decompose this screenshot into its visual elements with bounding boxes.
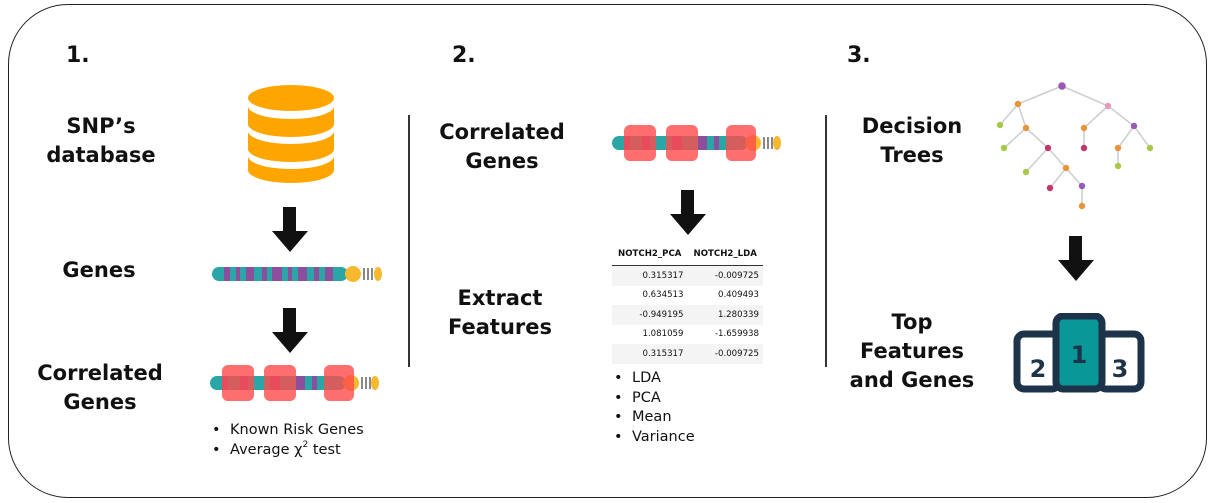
bullet-item: Mean [612,408,695,428]
down-arrow-icon [272,308,308,353]
diagram-frame [8,4,1207,498]
divider-1 [408,115,410,367]
bullet-item: Average χ2 test [210,440,364,461]
chromosome-icon [210,365,379,401]
bullet-item: Known Risk Genes [210,421,364,441]
decision-tree-icon [996,82,1154,210]
chromosome-icon [212,266,382,282]
podium-second-place: 2 [1030,355,1047,383]
down-arrow-icon [272,207,308,252]
genes-label: Genes [62,258,136,282]
feature-table: NOTCH2_PCA NOTCH2_LDA 0.315317-0.009725 … [612,246,763,364]
podium-icon: 2 1 3 [1013,313,1145,393]
divider-2 [825,115,827,367]
bullet-item: Variance [612,428,695,448]
down-arrow-icon [1058,236,1094,281]
table-row: 0.315317-0.009725 [612,344,763,364]
table-header: NOTCH2_PCA [612,246,688,266]
step-1-bullets: Known Risk Genes Average χ2 test [210,421,364,460]
chromosome-icon [612,125,781,161]
step-1-number: 1. [66,43,90,68]
bullet-item: LDA [612,369,695,389]
podium-third-place: 3 [1112,355,1129,383]
down-arrow-icon [670,190,706,235]
table-header: NOTCH2_LDA [687,246,763,266]
step-3-number: 3. [847,43,871,68]
step-2-bullets: LDA PCA Mean Variance [612,369,695,447]
database-icon [248,85,334,183]
bullet-item: PCA [612,389,695,409]
step-2-number: 2. [452,43,476,68]
podium-first-place: 1 [1071,341,1088,369]
table-row: 0.315317-0.009725 [612,265,763,286]
table-row: 1.081059-1.659938 [642,329,759,340]
